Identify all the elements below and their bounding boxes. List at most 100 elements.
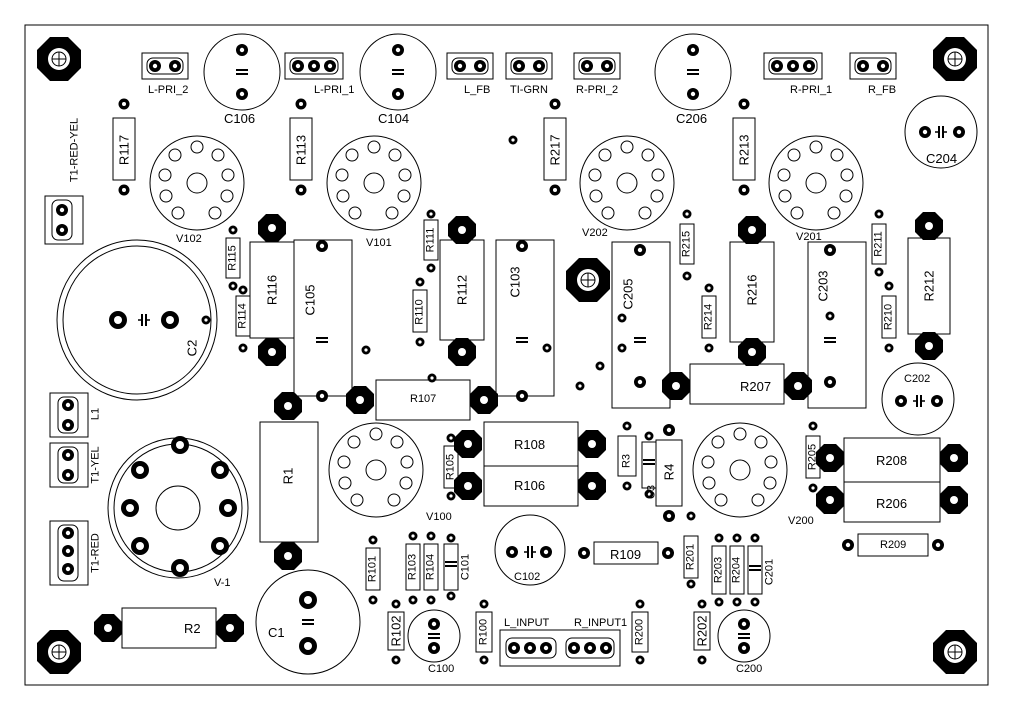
capacitor-c206 xyxy=(654,33,732,111)
label-r105: R105 xyxy=(444,453,457,481)
label-c2: C2 xyxy=(184,339,200,357)
label-r208: R208 xyxy=(876,453,908,468)
label-r217: R217 xyxy=(547,134,563,166)
label-r116: R116 xyxy=(264,274,280,306)
resistor-r4 xyxy=(655,424,683,522)
connector-ti-grn xyxy=(505,52,553,80)
label-v202: V202 xyxy=(582,227,608,239)
resistor-r213 xyxy=(732,98,756,196)
label-c104: C104 xyxy=(378,111,410,126)
connector-l-pri-1 xyxy=(284,52,344,80)
label-l-fb: L_FB xyxy=(464,84,491,96)
label-c201: C201 xyxy=(763,558,776,586)
label-r211: R211 xyxy=(872,231,885,257)
label-c102: C102 xyxy=(514,571,541,583)
resistor-r212 xyxy=(907,212,951,360)
label-r215: R215 xyxy=(680,230,693,258)
label-r111: R111 xyxy=(424,227,437,253)
label-c105: C105 xyxy=(302,284,318,316)
label-c103: C103 xyxy=(507,266,523,298)
label-r205: R205 xyxy=(806,443,819,471)
connector-l1 xyxy=(49,392,89,438)
label-c106: C106 xyxy=(224,111,256,126)
capacitor-c102 xyxy=(494,514,566,586)
label-r206: R206 xyxy=(876,496,908,511)
label-c203: C203 xyxy=(815,270,831,302)
tube-socket-v201 xyxy=(768,135,864,231)
capacitor-c103 xyxy=(495,239,555,402)
label-c101: C101 xyxy=(459,553,472,581)
resistor-r1 xyxy=(259,392,319,570)
capacitor-c200 xyxy=(717,609,771,663)
resistor-r106 xyxy=(454,465,606,507)
label-v-1: V-1 xyxy=(214,577,231,589)
label-r212: R212 xyxy=(921,270,937,302)
resistor-r201 xyxy=(683,511,699,589)
mounting-hole-bl xyxy=(36,629,82,675)
label-c100: C100 xyxy=(428,663,455,675)
capacitor-c201 xyxy=(747,533,763,607)
capacitor-c100 xyxy=(407,609,461,663)
label-r101: R101 xyxy=(366,555,379,583)
label-r100: R100 xyxy=(477,618,490,646)
label-r108: R108 xyxy=(514,437,546,452)
label-c204: C204 xyxy=(926,151,958,166)
label-r104: R104 xyxy=(424,553,437,581)
resistor-r117 xyxy=(112,98,136,196)
label-v200: V200 xyxy=(788,515,814,527)
label-r209: R209 xyxy=(880,539,907,551)
label-r117: R117 xyxy=(116,134,132,166)
label-v201: V201 xyxy=(796,231,822,243)
label-r216: R216 xyxy=(744,274,760,306)
resistor-r102 xyxy=(387,599,405,665)
connector-t1-red xyxy=(49,520,89,586)
label-r-input1: R_INPUT1 xyxy=(574,617,628,629)
label-r-fb: R_FB xyxy=(868,84,897,96)
capacitor-c105 xyxy=(293,239,353,402)
label-l-pri-1: L-PRI_1 xyxy=(314,84,355,96)
resistor-r110 xyxy=(412,277,428,347)
mounting-hole-tr xyxy=(932,36,978,82)
label-r109: R109 xyxy=(610,547,642,562)
label-r3: R3 xyxy=(620,453,633,469)
capacitor-c104 xyxy=(359,33,437,111)
resistor-r107 xyxy=(346,379,498,421)
label-r-pri-2: R-PRI_2 xyxy=(576,84,619,96)
connector-l-fb xyxy=(446,52,494,80)
label-r4: R4 xyxy=(661,463,677,481)
label-r207: R207 xyxy=(740,379,772,394)
resistor-r100 xyxy=(475,599,493,665)
mounting-hole-tl xyxy=(36,36,82,82)
label-c1: C1 xyxy=(268,625,285,640)
label-r213: R213 xyxy=(736,134,752,166)
label-r110: R110 xyxy=(413,299,426,325)
connector-r-pri-1 xyxy=(763,52,823,80)
label-r114: R114 xyxy=(236,303,249,329)
label-r112: R112 xyxy=(454,274,470,306)
label-l-pri-2: L-PRI_2 xyxy=(148,84,189,96)
capacitor-c204 xyxy=(904,95,978,169)
capacitor-c205 xyxy=(611,241,671,409)
label-v101: V101 xyxy=(366,237,392,249)
resistor-r217 xyxy=(543,98,567,196)
connector-r-fb xyxy=(849,52,897,80)
capacitor-c202 xyxy=(881,362,955,436)
label-r214: R214 xyxy=(702,303,715,331)
label-t1-red-yel: T1-RED-YEL xyxy=(68,117,81,183)
resistor-r112 xyxy=(439,216,485,366)
tube-socket-v100 xyxy=(328,422,424,518)
label-ti-grn: TI-GRN xyxy=(510,84,548,96)
resistor-r200 xyxy=(631,599,649,665)
mounting-hole-br xyxy=(932,629,978,675)
label-t1-red: T1-RED xyxy=(89,533,102,573)
resistor-r207 xyxy=(662,363,812,405)
resistor-r104 xyxy=(423,531,439,605)
connector-t1-red-yel xyxy=(44,195,84,245)
label-r-pri-1: R-PRI_1 xyxy=(790,84,833,96)
label-r210: R210 xyxy=(882,303,895,331)
label-c205: C205 xyxy=(620,278,636,310)
resistor-r103 xyxy=(405,531,421,605)
resistor-r210 xyxy=(881,281,897,353)
label-c3: C3 xyxy=(645,484,658,500)
